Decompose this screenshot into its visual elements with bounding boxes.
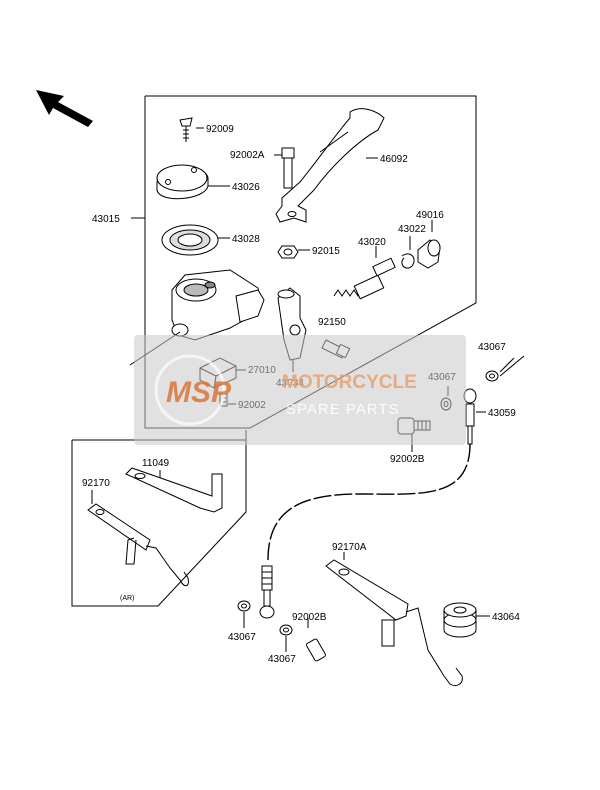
label-92002B-lower: 92002B — [292, 612, 327, 623]
dust-boot-49016 — [417, 220, 441, 269]
piston-43020 — [333, 246, 396, 300]
label-49016: 49016 — [416, 210, 444, 221]
banjo-bolt-92002B-lower — [306, 618, 326, 662]
label-43059: 43059 — [488, 408, 516, 419]
watermark-logo: MSP — [166, 376, 232, 409]
clamp-92170A — [325, 552, 463, 687]
brake-hose — [267, 443, 471, 561]
ar-inset-frame — [71, 430, 247, 607]
label-92002A: 92002A — [230, 150, 265, 161]
ar-inset-label: (AR) — [120, 595, 134, 602]
label-43026: 43026 — [232, 182, 260, 193]
brake-lever-46092 — [275, 108, 385, 223]
front-direction-arrow-icon — [36, 90, 93, 127]
pivot-bolt-92002A — [274, 147, 295, 189]
label-92170: 92170 — [82, 478, 110, 489]
label-92150: 92150 — [318, 317, 346, 328]
screw-92009 — [179, 117, 204, 142]
label-43028: 43028 — [232, 234, 260, 245]
label-92015: 92015 — [312, 246, 340, 257]
label-43067-top: 43067 — [478, 342, 506, 353]
master-cylinder-body — [129, 269, 265, 366]
label-92170A: 92170A — [332, 542, 367, 553]
hose-fitting-43059 — [463, 388, 486, 445]
watermark: MSP MOTORCYCLE SPARE PARTS — [134, 335, 466, 445]
clamp-92170 — [87, 490, 189, 587]
nut-92015 — [277, 245, 310, 259]
label-11049: 11049 — [142, 458, 170, 469]
label-46092: 46092 — [380, 154, 408, 165]
label-43064: 43064 — [492, 612, 520, 623]
grommet-43064 — [443, 602, 490, 638]
bracket-11049 — [125, 467, 223, 513]
washer-43067-lower-a — [237, 600, 251, 628]
label-92002B: 92002B — [390, 454, 425, 465]
circlip-43022 — [401, 236, 415, 269]
diaphragm-43028 — [161, 224, 230, 256]
part-labels: 92009 92002A 46092 43026 43015 43022 490… — [82, 124, 520, 665]
washer-43067-right — [485, 355, 525, 382]
label-43067-lower-b: 43067 — [268, 654, 296, 665]
watermark-line2: SPARE PARTS — [286, 401, 400, 418]
washer-43067-lower-b — [279, 624, 293, 652]
reservoir-cap-43026 — [156, 164, 230, 200]
label-43067-lower-a: 43067 — [228, 632, 256, 643]
label-43022: 43022 — [398, 224, 426, 235]
label-92009: 92009 — [206, 124, 234, 135]
label-43015: 43015 — [92, 214, 120, 225]
watermark-line1: MOTORCYCLE — [282, 372, 417, 393]
label-43020: 43020 — [358, 237, 386, 248]
hose-lower-end — [259, 565, 275, 619]
